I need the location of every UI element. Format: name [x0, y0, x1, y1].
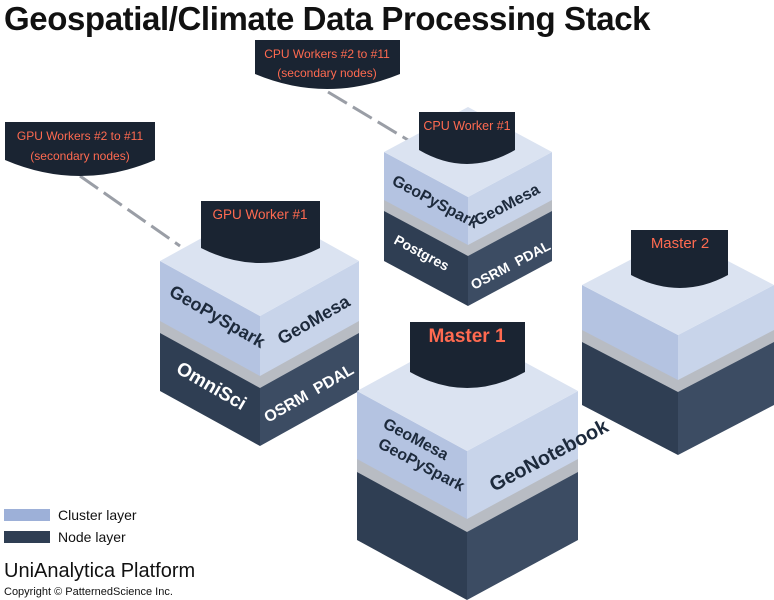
master1-tag: [410, 322, 525, 388]
master2-block: Master 2: [582, 230, 774, 455]
gpu-cluster-right-face: [260, 261, 359, 376]
legend-item-cluster-layer: Cluster layer: [4, 504, 137, 526]
cpu-gray-band-right: [468, 198, 552, 256]
cpu-worker-tag: [419, 112, 515, 164]
master1-cluster-left-face: [357, 391, 467, 519]
master1-tag-label: Master 1: [428, 326, 506, 347]
legend-label-cluster: Cluster layer: [58, 507, 137, 523]
legend-item-node-layer: Node layer: [4, 526, 137, 548]
gpu-gray-band-left: [160, 318, 260, 388]
cpu-gray-band-left: [384, 198, 468, 256]
legend-swatch-cluster: [4, 509, 50, 521]
master1-node-right-face: [467, 470, 578, 600]
platform-name: UniAnalytica Platform: [4, 560, 196, 582]
gpu-node-right-face: [260, 329, 359, 446]
master2-gray-band-right: [678, 328, 774, 392]
cpu-callout-shape: [255, 40, 400, 89]
page-title: Geospatial/Climate Data Processing Stack: [4, 0, 651, 37]
master1-block: Master 1 GeoMesa GeoPySpark GeoNotebook: [357, 322, 613, 600]
gpu-node-left-face: [160, 329, 260, 446]
master1-gray-band-right: [467, 457, 578, 532]
cpu-callout-connector: [327, 90, 409, 142]
gpu-callout-line2: (secondary nodes): [30, 149, 129, 163]
legend: Cluster layer Node layer: [4, 504, 137, 548]
master2-gray-band-left: [582, 328, 678, 392]
cpu-callout: CPU Workers #2 to #11 (secondary nodes): [255, 40, 400, 89]
gpu-gray-band-right: [260, 318, 359, 388]
master1-node-left-face: [357, 470, 467, 600]
master2-cluster-right-face: [678, 285, 774, 380]
master2-tag-label: Master 2: [651, 235, 709, 252]
master2-tag: [631, 230, 728, 288]
legend-swatch-node: [4, 531, 50, 543]
master2-node-left-face: [582, 340, 678, 455]
gpu-worker-tag-label: GPU Worker #1: [212, 207, 307, 222]
copyright-notice: Copyright © PatternedScience Inc.: [4, 586, 173, 598]
master1-gray-band-left: [357, 457, 467, 532]
cpu-worker-block: CPU Worker #1 GeoPySpark GeoMesa Postgre…: [384, 107, 553, 306]
gpu-callout: GPU Workers #2 to #11 (secondary nodes): [5, 122, 155, 176]
gpu-worker-block: GPU Worker #1 GeoPySpark GeoMesa OmniSci…: [160, 201, 359, 446]
gpu-callout-line1: GPU Workers #2 to #11: [17, 129, 144, 143]
gpu-cluster-left-face: [160, 261, 260, 376]
cpu-cluster-right-face: [468, 152, 552, 245]
cpu-callout-line1: CPU Workers #2 to #11: [264, 47, 390, 61]
cpu-callout-line2: (secondary nodes): [277, 66, 376, 80]
legend-label-node: Node layer: [58, 529, 126, 545]
cpu-cluster-left-face: [384, 152, 468, 245]
gpu-callout-shape: [5, 122, 155, 176]
gpu-worker-tag: [201, 201, 320, 263]
gpu-callout-connector: [79, 174, 181, 248]
master2-cluster-left-face: [582, 285, 678, 380]
cpu-worker-tag-label: CPU Worker #1: [423, 119, 510, 133]
cpu-node-right-face: [468, 207, 552, 306]
master2-node-right-face: [678, 340, 774, 455]
cpu-node-left-face: [384, 207, 468, 306]
master1-cluster-right-face: [467, 391, 578, 519]
